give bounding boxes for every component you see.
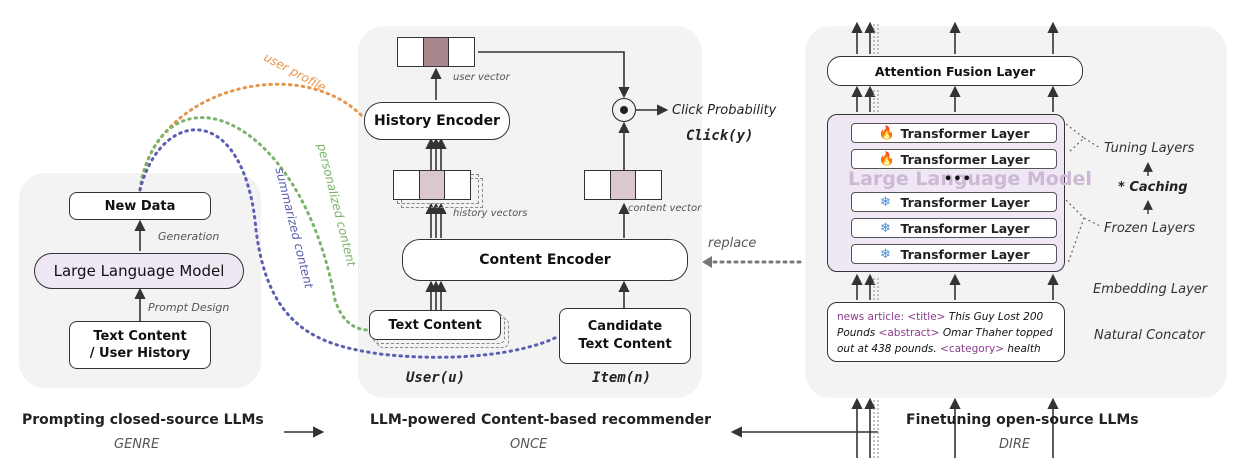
user-vector-cell: [448, 37, 476, 67]
transformer-layer-frozen-2: ❄ Transformer Layer: [851, 218, 1057, 238]
click-formula: Click(y): [686, 128, 754, 144]
content-vector-cell-highlight: [609, 170, 637, 200]
llm-box: Large Language Model: [34, 253, 244, 289]
dot-in-circle-icon: [612, 98, 636, 122]
llm-watermark: Large Language Model: [848, 168, 1092, 190]
news-abstract: Omar Thaher topped: [942, 327, 1053, 339]
candidate-text-content-box: Candidate Text Content: [559, 308, 691, 364]
candidate-line1: Candidate: [587, 319, 663, 334]
content-encoder-box: Content Encoder: [402, 239, 688, 281]
click-probability-label: Click Probability: [672, 103, 777, 118]
news-prefix: news article:: [837, 311, 904, 323]
text-content-box: Text Content: [369, 310, 501, 340]
item-formula: Item(n): [592, 370, 652, 386]
content-encoder-label: Content Encoder: [479, 252, 611, 268]
history-vector-cell: [393, 170, 420, 200]
content-vector: [584, 170, 663, 200]
ellipsis: •••: [944, 172, 972, 187]
news-title: This Guy Lost 200: [948, 311, 1044, 323]
candidate-line2: Text Content: [578, 337, 672, 352]
replace-label: replace: [708, 236, 757, 251]
content-vector-cell: [584, 170, 611, 200]
caching-label: * Caching: [1118, 180, 1188, 195]
transformer-layer-label: Transformer Layer: [900, 125, 1030, 141]
news-line-2: Pounds <abstract> Omar Thaher topped: [837, 325, 1055, 341]
snowflake-icon: ❄: [879, 194, 891, 210]
transformer-layer-frozen-3: ❄ Transformer Layer: [851, 244, 1057, 264]
fire-icon: 🔥: [878, 151, 895, 167]
left-title: Prompting closed-source LLMs: [22, 412, 264, 428]
middle-subtitle: ONCE: [510, 437, 548, 452]
right-title: Finetuning open-source LLMs: [906, 412, 1139, 428]
generation-label: Generation: [158, 230, 220, 243]
news-line3: out at 438 pounds.: [837, 343, 937, 355]
news-line2-a: Pounds: [837, 327, 876, 339]
tag-category: <category>: [940, 343, 1005, 355]
transformer-layer-label: Transformer Layer: [900, 220, 1030, 236]
history-vector-cell-highlight: [418, 170, 446, 200]
tag-abstract: <abstract>: [878, 327, 940, 339]
transformer-layer-label: Transformer Layer: [900, 246, 1030, 262]
user-vector-cell: [397, 37, 424, 67]
right-subtitle: DIRE: [999, 437, 1031, 452]
user-vector-label: user vector: [453, 72, 510, 83]
text-content-user-history-box: Text Content / User History: [69, 321, 211, 369]
news-line-1: news article: <title> This Guy Lost 200: [837, 309, 1055, 325]
middle-title: LLM-powered Content-based recommender: [370, 412, 712, 428]
history-vectors: [393, 170, 472, 200]
content-vector-label: content vector: [628, 203, 702, 214]
left-subtitle: GENRE: [114, 437, 160, 452]
tuning-layers-label: Tuning Layers: [1104, 141, 1195, 156]
attention-fusion-label: Attention Fusion Layer: [874, 63, 1036, 79]
snowflake-icon: ❄: [879, 246, 891, 262]
llm-label: Large Language Model: [53, 262, 225, 280]
attention-fusion-layer-box: Attention Fusion Layer: [827, 56, 1083, 86]
snowflake-icon: ❄: [879, 220, 891, 236]
history-vector-cell: [444, 170, 472, 200]
tag-title: <title>: [907, 311, 946, 323]
history-encoder-box: History Encoder: [364, 102, 510, 140]
transformer-layer-label: Transformer Layer: [900, 151, 1030, 167]
transformer-layer-label: Transformer Layer: [900, 194, 1030, 210]
frozen-layers-label: Frozen Layers: [1104, 221, 1195, 236]
news-category: health: [1007, 343, 1041, 355]
transformer-layer-tuning-1: 🔥 Transformer Layer: [851, 123, 1057, 143]
news-article-box: news article: <title> This Guy Lost 200 …: [827, 302, 1065, 362]
content-vector-cell: [635, 170, 663, 200]
user-vector-cell-highlight: [422, 37, 450, 67]
user-formula: User(u): [406, 370, 466, 386]
text-content-label: Text Content: [388, 317, 482, 333]
fire-icon: 🔥: [878, 125, 895, 141]
transformer-layer-tuning-2: 🔥 Transformer Layer: [851, 149, 1057, 169]
news-line-3: out at 438 pounds. <category> health: [837, 341, 1055, 357]
text-content-line1: Text Content: [93, 329, 187, 344]
new-data-box: New Data: [69, 192, 211, 220]
prompt-design-label: Prompt Design: [148, 301, 230, 314]
history-vectors-label: history vectors: [453, 208, 528, 219]
history-encoder-label: History Encoder: [374, 113, 500, 129]
transformer-layer-frozen-1: ❄ Transformer Layer: [851, 192, 1057, 212]
new-data-label: New Data: [104, 198, 176, 214]
text-content-line2: / User History: [89, 346, 191, 361]
natural-concator-label: Natural Concator: [1094, 328, 1205, 343]
user-vector: [397, 37, 476, 67]
embedding-layer-label: Embedding Layer: [1093, 282, 1208, 297]
